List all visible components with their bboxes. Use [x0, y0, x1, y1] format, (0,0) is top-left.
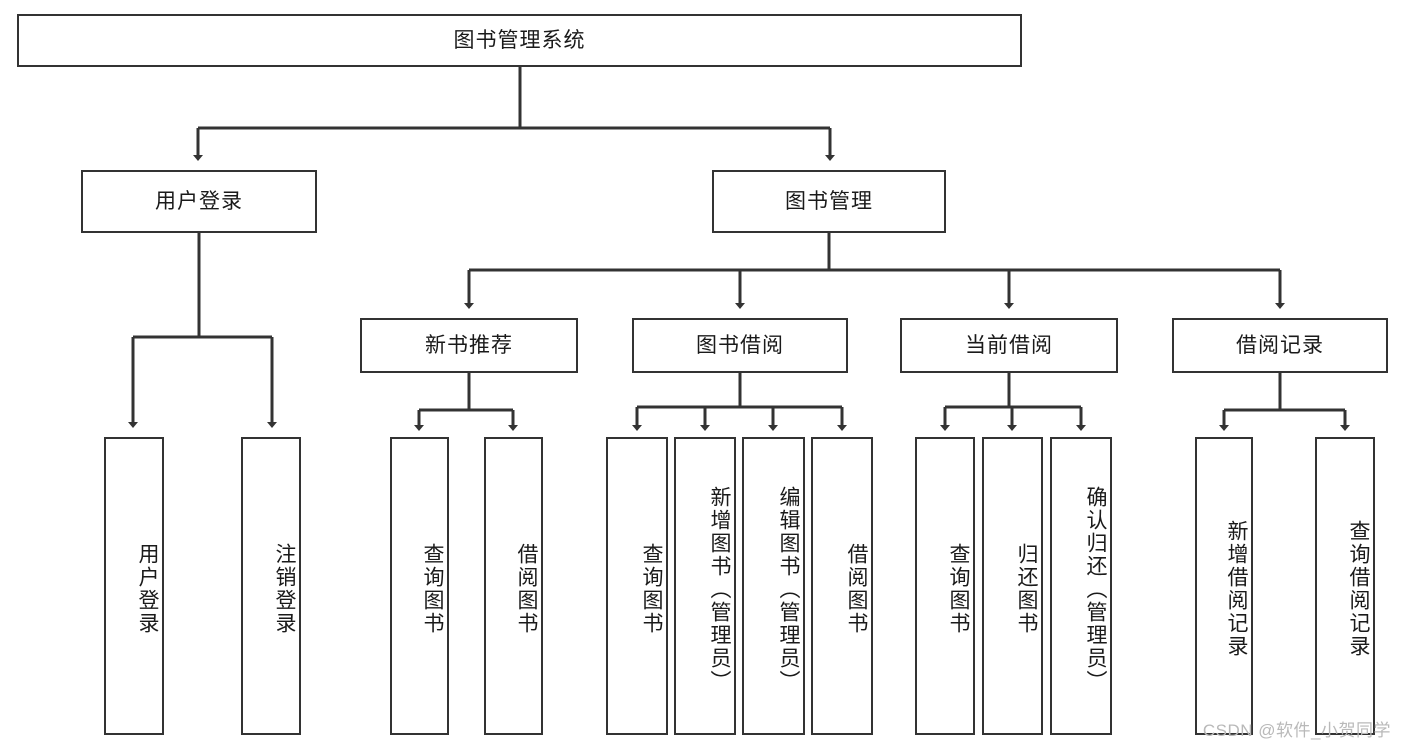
leaf-return-book[interactable]: 归还图书	[982, 437, 1043, 735]
leaf-query-borrow-record[interactable]: 查询借阅记录	[1315, 437, 1375, 735]
leaf-edit-book-admin[interactable]: 编辑图书（管理员）	[742, 437, 805, 735]
leaf-label: 查询图书	[421, 543, 444, 635]
node-user-login-label: 用户登录	[155, 189, 243, 213]
leaf-label: 查询借阅记录	[1347, 520, 1370, 658]
leaf-label: 归还图书	[1015, 543, 1038, 635]
node-borrow-records-label: 借阅记录	[1236, 333, 1324, 357]
leaf-label: 借阅图书	[515, 543, 538, 635]
node-user-login[interactable]: 用户登录	[81, 170, 317, 233]
node-book-borrow-label: 图书借阅	[696, 333, 784, 357]
node-book-management-label: 图书管理	[785, 189, 873, 213]
node-book-borrow[interactable]: 图书借阅	[632, 318, 848, 373]
leaf-label: 借阅图书	[845, 543, 868, 635]
leaf-confirm-return-admin[interactable]: 确认归还（管理员）	[1050, 437, 1112, 735]
leaf-label: 编辑图书（管理员）	[777, 485, 800, 693]
leaf-add-book-admin[interactable]: 新增图书（管理员）	[674, 437, 736, 735]
leaf-user-login[interactable]: 用户登录	[104, 437, 164, 735]
leaf-borrow-book-recommend[interactable]: 借阅图书	[484, 437, 543, 735]
leaf-logout[interactable]: 注销登录	[241, 437, 301, 735]
leaf-label: 用户登录	[136, 543, 159, 635]
leaf-query-book-borrow[interactable]: 查询图书	[606, 437, 668, 735]
node-new-book-recommend[interactable]: 新书推荐	[360, 318, 578, 373]
leaf-label: 注销登录	[273, 543, 296, 635]
leaf-label: 确认归还（管理员）	[1084, 485, 1107, 693]
node-current-borrow[interactable]: 当前借阅	[900, 318, 1118, 373]
leaf-label: 查询图书	[640, 543, 663, 635]
leaf-label: 新增借阅记录	[1225, 520, 1248, 658]
node-borrow-records[interactable]: 借阅记录	[1172, 318, 1388, 373]
node-book-management[interactable]: 图书管理	[712, 170, 946, 233]
csdn-watermark: CSDN @软件_小贺同学	[1202, 721, 1391, 740]
leaf-label: 查询图书	[947, 543, 970, 635]
node-current-borrow-label: 当前借阅	[965, 333, 1053, 357]
node-root[interactable]: 图书管理系统	[17, 14, 1022, 67]
node-root-label: 图书管理系统	[453, 28, 586, 52]
leaf-query-book-recommend[interactable]: 查询图书	[390, 437, 449, 735]
leaf-label: 新增图书（管理员）	[708, 485, 731, 693]
leaf-borrow-book[interactable]: 借阅图书	[811, 437, 873, 735]
leaf-add-borrow-record[interactable]: 新增借阅记录	[1195, 437, 1253, 735]
leaf-query-book-current[interactable]: 查询图书	[915, 437, 975, 735]
node-new-book-recommend-label: 新书推荐	[425, 333, 513, 357]
